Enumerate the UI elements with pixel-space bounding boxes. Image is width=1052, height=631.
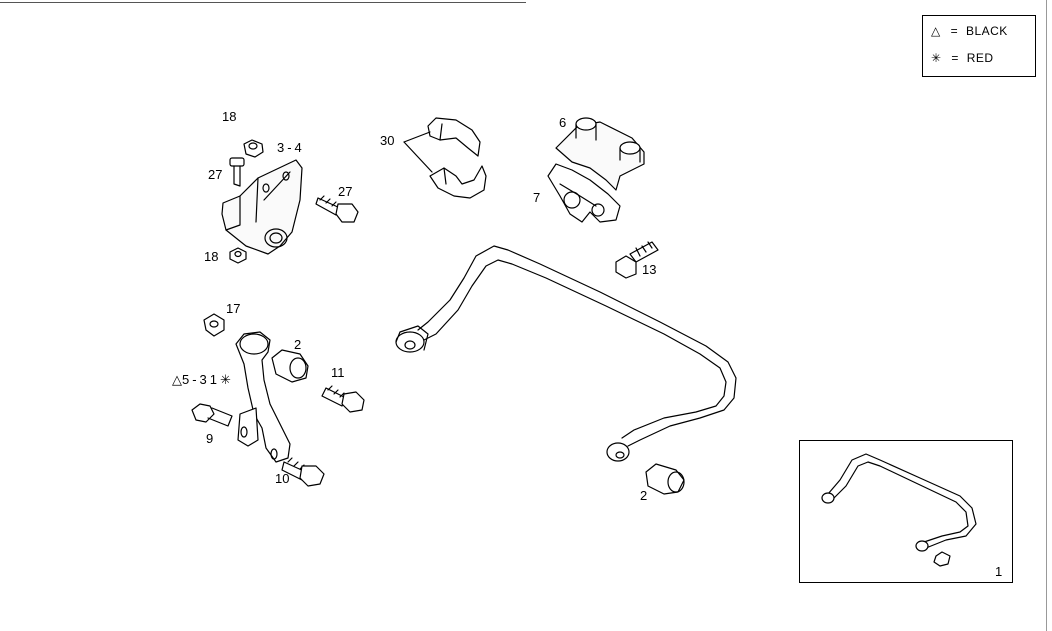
asterisk-icon: ✳ bbox=[931, 51, 942, 65]
bushing-2-upper bbox=[271, 349, 309, 383]
bolt-9 bbox=[191, 403, 233, 427]
color-legend: △ = BLACK ✳ = RED bbox=[922, 15, 1036, 77]
callout-17: 17 bbox=[226, 301, 241, 316]
triangle-icon: △ bbox=[931, 24, 941, 38]
legend-black-text: BLACK bbox=[965, 24, 1008, 38]
link-arm-5-31 bbox=[235, 331, 291, 463]
inset-frame bbox=[799, 440, 1013, 583]
callout-7: 7 bbox=[533, 190, 541, 205]
callout-3-4: 3-4 bbox=[277, 140, 305, 155]
callout-13: 13 bbox=[642, 262, 657, 277]
bolt-10 bbox=[281, 457, 325, 487]
bolt-27-small bbox=[229, 157, 245, 187]
legend-equals: = bbox=[951, 51, 959, 65]
bushing-2-lower bbox=[645, 463, 685, 495]
bolt-27-side bbox=[315, 195, 359, 223]
callout-2-upper: 2 bbox=[294, 337, 302, 352]
nut-18-top bbox=[243, 139, 264, 158]
callout-30: 30 bbox=[380, 133, 395, 148]
legend-red-text: RED bbox=[966, 51, 994, 65]
top-border-line bbox=[0, 2, 526, 3]
nut-17 bbox=[203, 313, 225, 337]
asterisk-icon: ✳ bbox=[220, 372, 231, 387]
callout-9: 9 bbox=[206, 431, 214, 446]
callout-6: 6 bbox=[559, 115, 567, 130]
callout-11: 11 bbox=[331, 365, 345, 380]
clamp-6 bbox=[555, 117, 645, 191]
callout-10: 10 bbox=[275, 471, 290, 486]
right-border-line bbox=[1046, 0, 1047, 631]
bracket-part bbox=[221, 159, 303, 255]
legend-row-black: △ = BLACK bbox=[931, 24, 1008, 38]
stabilizer-bar bbox=[395, 245, 737, 462]
bushing-halves-30 bbox=[403, 117, 487, 199]
callout-1: 1 bbox=[995, 564, 1003, 579]
bolt-13 bbox=[615, 241, 659, 279]
triangle-icon: △ bbox=[172, 372, 182, 387]
callout-18-bottom: 18 bbox=[204, 249, 219, 264]
legend-equals: = bbox=[950, 24, 959, 38]
callout-2-lower: 2 bbox=[640, 488, 648, 503]
callout-18-top: 18 bbox=[222, 109, 237, 124]
legend-row-red: ✳ = RED bbox=[931, 51, 994, 65]
callout-5-31-text: 5-31 bbox=[182, 372, 221, 387]
nut-18-bottom bbox=[229, 247, 247, 264]
clamp-7 bbox=[547, 163, 621, 223]
bolt-11 bbox=[321, 385, 365, 413]
callout-5-31: △5-31✳ bbox=[172, 373, 231, 387]
callout-27-side: 27 bbox=[338, 184, 353, 199]
callout-27-small: 27 bbox=[208, 167, 223, 182]
inset-stabilizer-bar bbox=[821, 453, 977, 567]
